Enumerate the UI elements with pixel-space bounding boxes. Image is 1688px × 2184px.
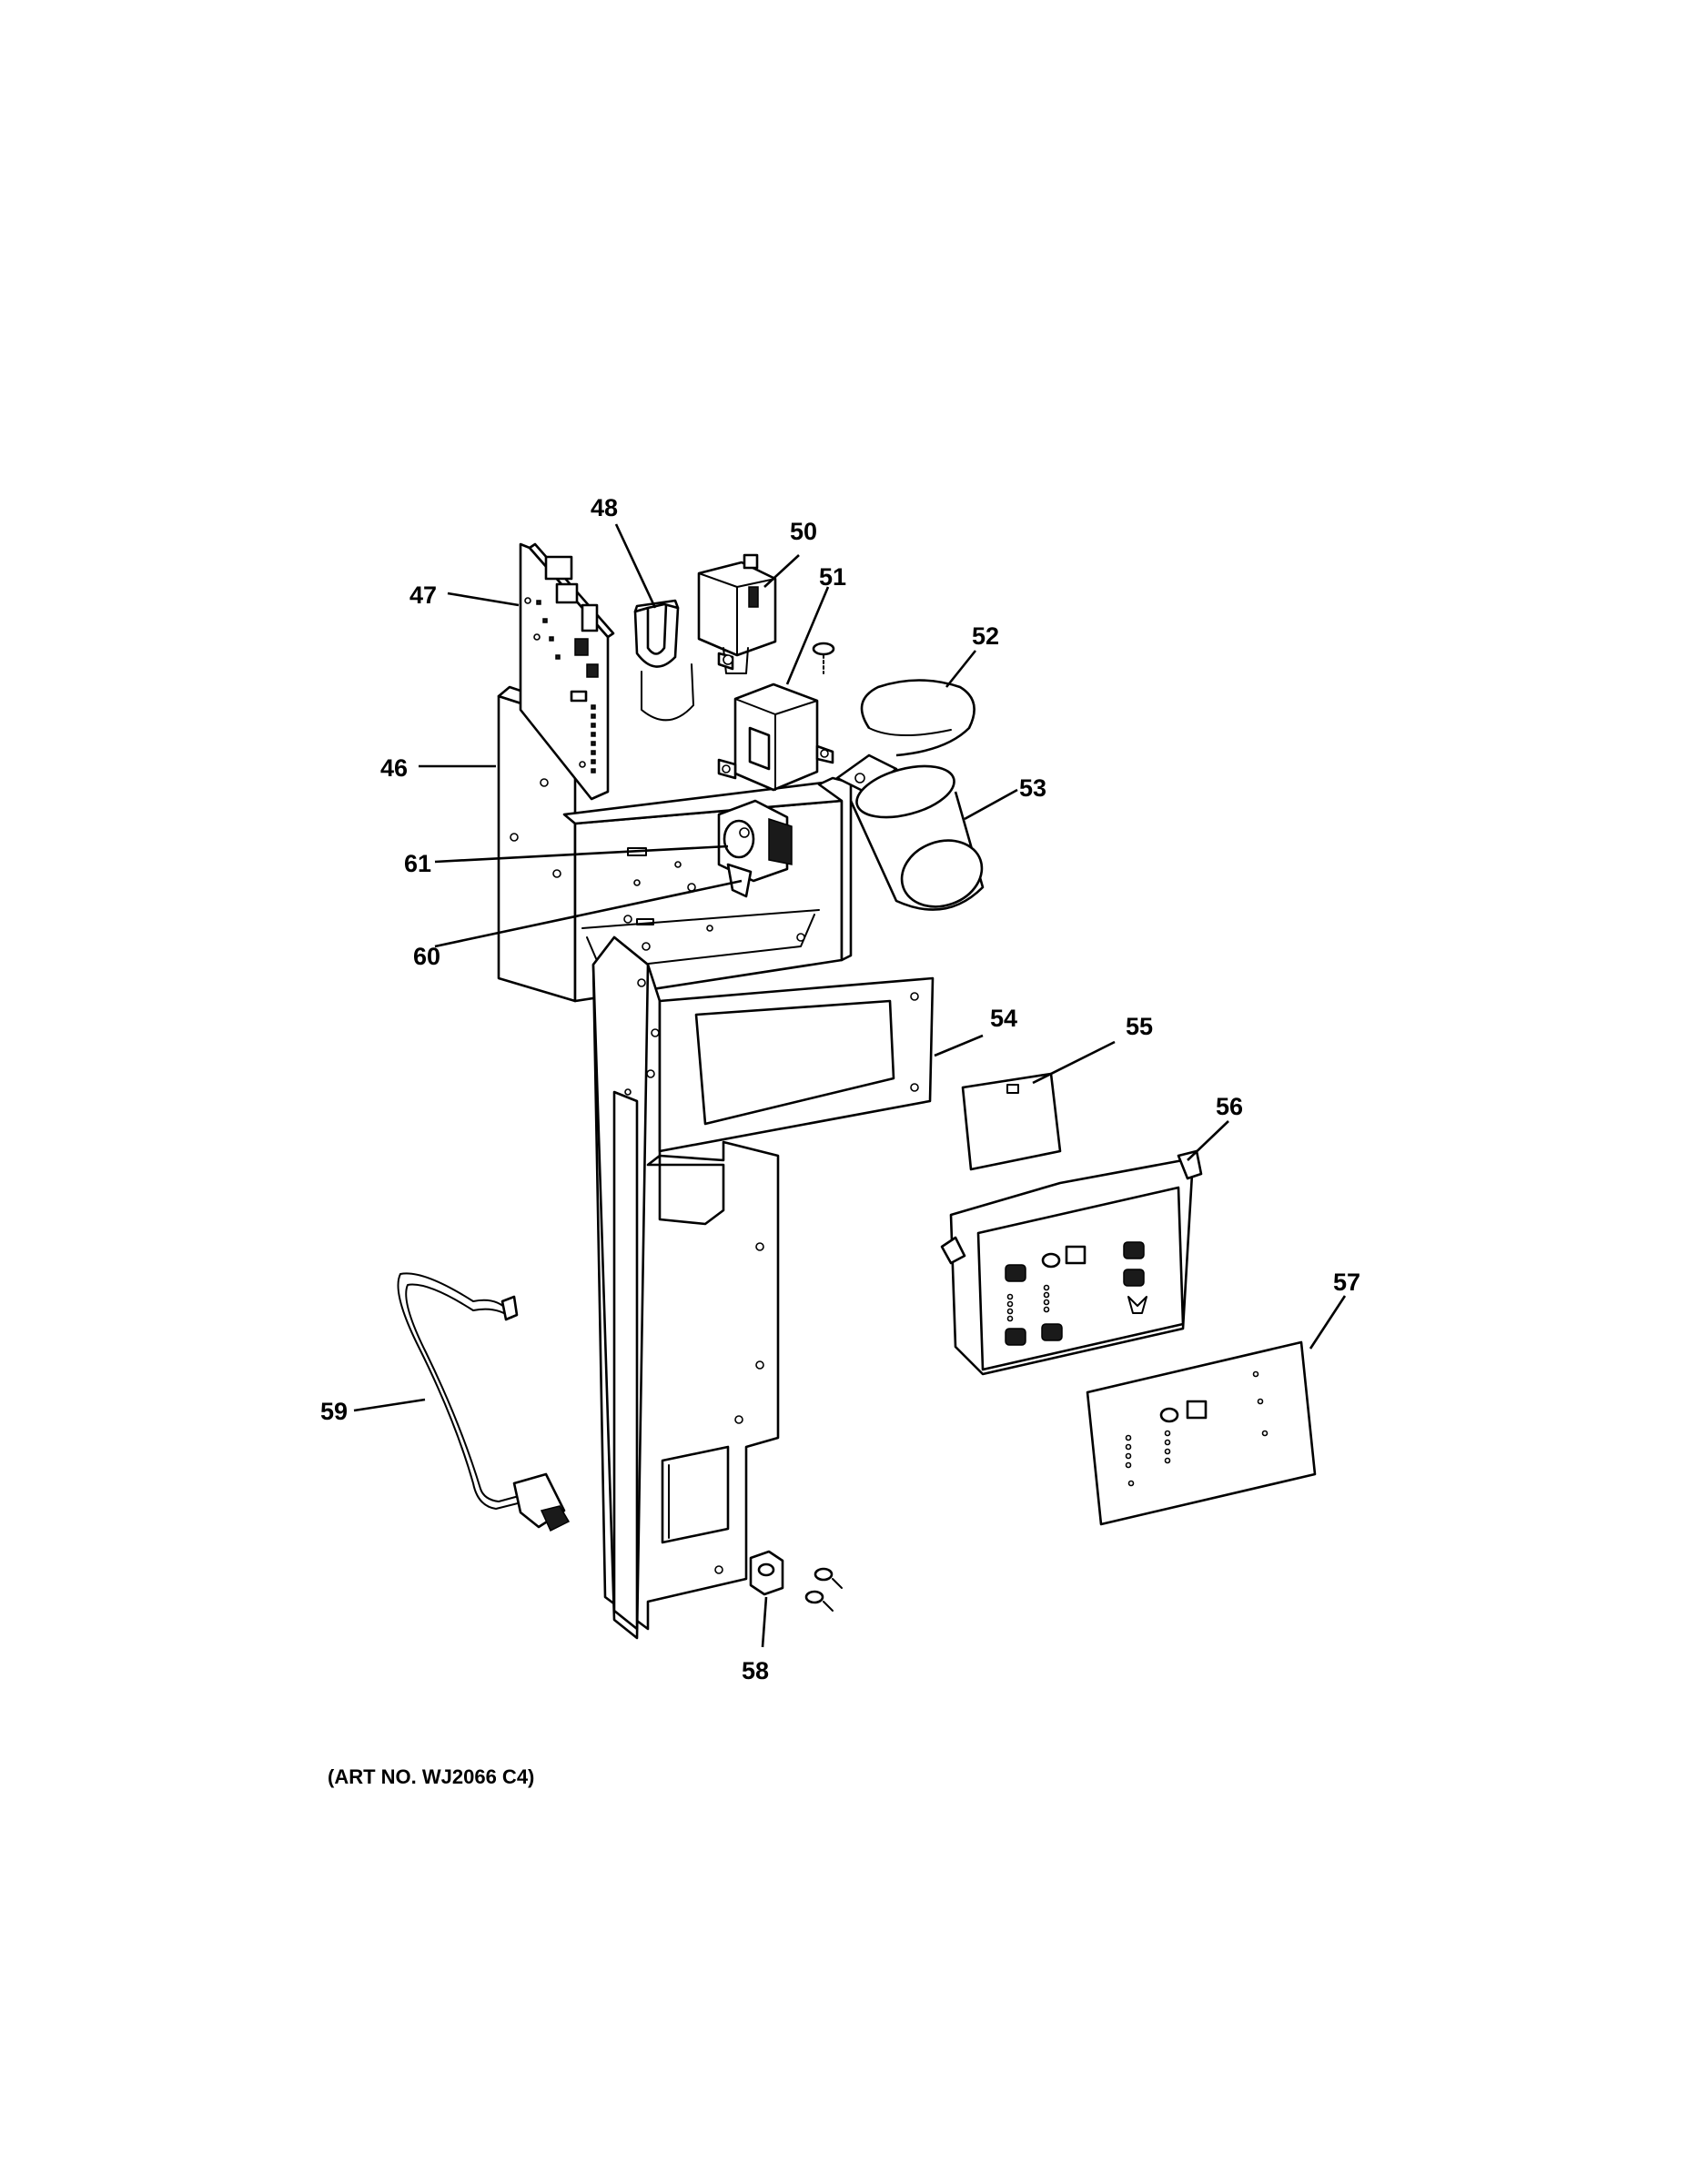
callout-58: 58 — [742, 1657, 769, 1684]
callout-50: 50 — [790, 518, 817, 545]
callout-51: 51 — [819, 563, 846, 591]
callout-54: 54 — [990, 1005, 1017, 1032]
part-58-cable-clamp — [749, 1550, 843, 1612]
callout-55: 55 — [1126, 1013, 1153, 1040]
part-54-mounting-plate — [591, 935, 935, 1640]
callout-53: 53 — [1019, 774, 1046, 802]
part-53-capacitor — [849, 764, 985, 911]
panel-buttons — [1005, 1241, 1145, 1346]
callout-47: 47 — [409, 581, 437, 609]
part-51-transformer — [717, 682, 834, 792]
part-52-capacitor-strap — [835, 679, 975, 794]
part-56-control-panel — [940, 1149, 1203, 1376]
callout-57: 57 — [1333, 1269, 1360, 1296]
callout-52: 52 — [972, 622, 999, 650]
leader-lines — [353, 523, 1347, 1648]
callout-60: 60 — [413, 943, 440, 970]
screw-51 — [812, 642, 835, 674]
part-60-61-switch-assembly — [717, 799, 793, 898]
part-57-control-overlay — [1086, 1340, 1317, 1526]
art-number: (ART NO. WJ2066 C4) — [328, 1765, 535, 1788]
callout-56: 56 — [1216, 1093, 1243, 1120]
part-48-grommet — [633, 599, 694, 722]
part-50-relay — [697, 553, 777, 674]
callout-labels: 46 47 48 50 51 52 53 54 55 56 57 58 59 6… — [320, 494, 1360, 1684]
callout-59: 59 — [320, 1398, 348, 1425]
part-47-main-circuit-board — [519, 542, 615, 801]
part-55-window-film — [961, 1072, 1062, 1171]
part-59-wire-harness — [397, 1272, 571, 1532]
callout-61: 61 — [404, 850, 431, 877]
callout-48: 48 — [591, 494, 618, 521]
callout-46: 46 — [380, 754, 408, 782]
